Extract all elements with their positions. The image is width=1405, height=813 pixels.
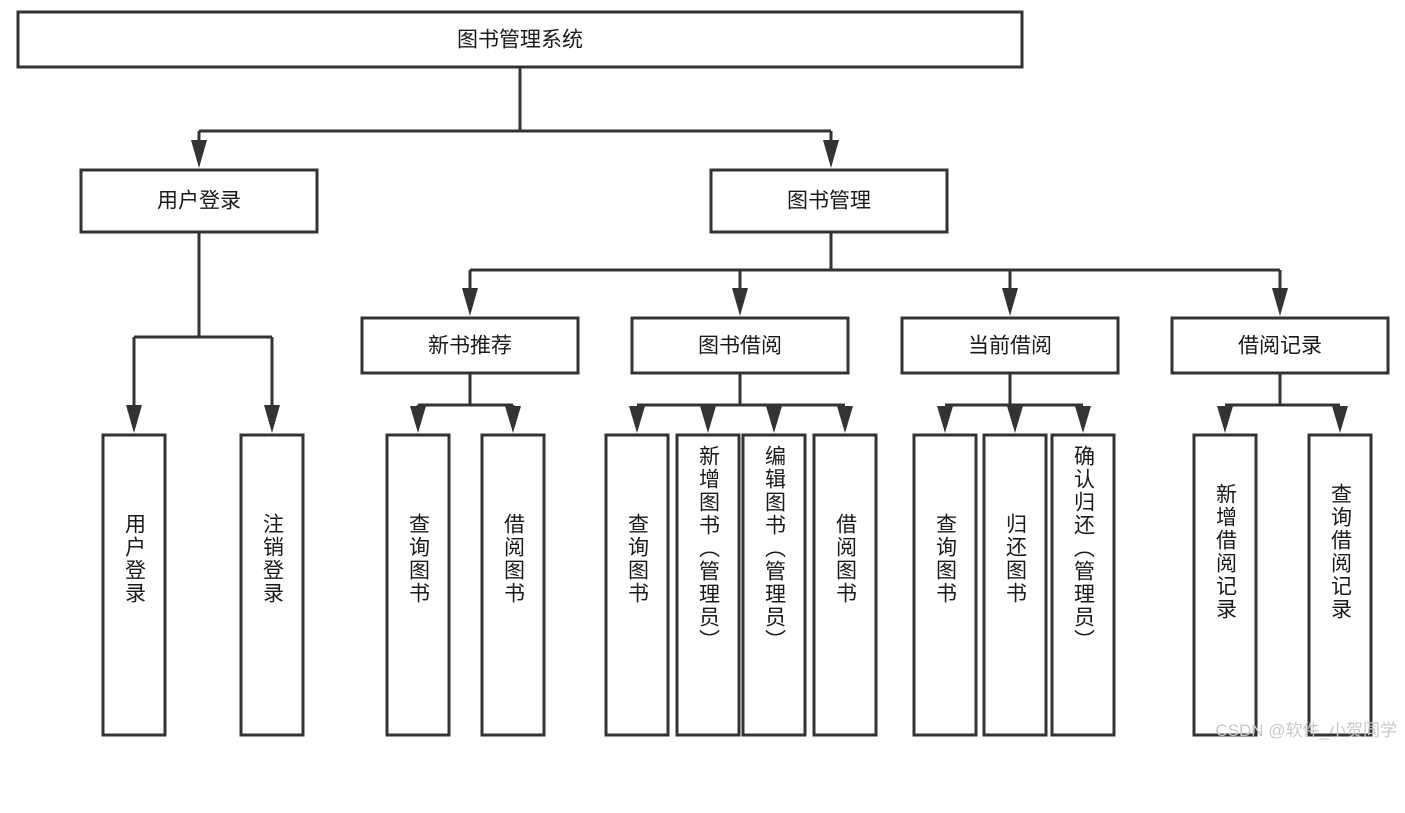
arrow-head-leaf-confirm-return <box>1075 406 1091 433</box>
node-borrow-record-label: 借阅记录 <box>1238 335 1322 358</box>
connector-group-book-manage <box>462 232 1288 316</box>
node-root-box[interactable] <box>16 10 1024 69</box>
connector-group-current-borrow <box>937 373 1091 433</box>
connector-group-root <box>191 67 839 168</box>
node-book-manage-box[interactable] <box>709 168 949 234</box>
arrow-head-user-login <box>191 140 207 168</box>
node-book-borrow[interactable]: 图书借阅 <box>630 316 850 375</box>
arrow-head-book-borrow <box>732 288 748 316</box>
node-book-manage-label: 图书管理 <box>787 190 871 213</box>
arrow-head-current-borrow <box>1002 288 1018 316</box>
node-book-borrow-box[interactable] <box>630 316 850 375</box>
arrow-head-leaf-return-book <box>1007 406 1023 433</box>
node-root-label: 图书管理系统 <box>457 29 583 52</box>
node-user-login-box[interactable] <box>79 168 319 234</box>
node-book-manage[interactable]: 图书管理 <box>709 168 949 234</box>
leaf-box-query-book-cur[interactable] <box>912 433 978 737</box>
node-user-login[interactable]: 用户登录 <box>79 168 319 234</box>
leaf-box-query-book-borrow[interactable] <box>604 433 670 737</box>
node-borrow-record-box[interactable] <box>1170 316 1390 375</box>
connector-group-borrow-record <box>1217 373 1348 433</box>
arrow-head-leaf-add-book <box>700 406 716 433</box>
leaf-box-query-record[interactable] <box>1307 433 1373 737</box>
leaf-box-borrow-book[interactable] <box>812 433 878 737</box>
node-new-book-rec-label: 新书推荐 <box>428 335 512 358</box>
node-new-book-rec[interactable]: 新书推荐 <box>360 316 580 375</box>
node-borrow-record[interactable]: 借阅记录 <box>1170 316 1390 375</box>
node-book-borrow-label: 图书借阅 <box>698 335 782 358</box>
arrow-head-leaf-borrow-book <box>837 406 853 433</box>
diagram-canvas: 图书管理系统 用户登录 图书管理 新书推荐 图书借阅 当前借阅 借阅记录 <box>16 10 1397 740</box>
arrow-head-leaf-edit-book <box>766 406 782 433</box>
arrow-head-new-book-rec <box>462 288 478 316</box>
arrow-head-leaf-add-record <box>1217 406 1233 433</box>
leaf-box-add-record[interactable] <box>1192 433 1258 737</box>
arrow-head-leaf-query-book-rec <box>410 406 426 433</box>
connector-group-user-login <box>126 232 280 433</box>
leaf-box-confirm-return[interactable] <box>1050 433 1116 737</box>
arrow-head-leaf-query-record <box>1332 406 1348 433</box>
leaf-box-borrow-book-rec[interactable] <box>480 433 546 737</box>
arrow-head-leaf-query-book-borrow <box>629 406 645 433</box>
connector-group-new-book-rec <box>410 373 521 433</box>
node-current-borrow-label: 当前借阅 <box>968 335 1052 358</box>
arrow-head-leaf-query-book-cur <box>937 406 953 433</box>
leaf-box-add-book[interactable] <box>675 433 741 737</box>
leaf-box-user-login[interactable] <box>101 433 167 737</box>
leaf-box-query-book-rec[interactable] <box>385 433 451 737</box>
node-user-login-label: 用户登录 <box>157 190 241 213</box>
tree-diagram-svg: 图书管理系统 用户登录 图书管理 新书推荐 图书借阅 当前借阅 借阅记录 <box>16 10 1390 737</box>
leaf-box-edit-book[interactable] <box>741 433 807 737</box>
arrow-head-leaf-borrow-book-rec <box>505 406 521 433</box>
csdn-watermark: CSDN @软件_小贺同学 <box>1215 721 1397 740</box>
leaf-box-user-logout[interactable] <box>239 433 305 737</box>
node-current-borrow[interactable]: 当前借阅 <box>900 316 1120 375</box>
arrow-head-leaf-user-login <box>126 405 142 433</box>
leaf-boxes <box>101 433 1373 737</box>
connector-group-book-borrow <box>629 373 853 433</box>
node-root[interactable]: 图书管理系统 <box>16 10 1024 69</box>
arrow-head-borrow-record <box>1272 288 1288 316</box>
arrow-head-leaf-user-logout <box>264 405 280 433</box>
node-new-book-rec-box[interactable] <box>360 316 580 375</box>
leaf-box-return-book[interactable] <box>982 433 1048 737</box>
node-current-borrow-box[interactable] <box>900 316 1120 375</box>
arrow-head-book-manage <box>823 140 839 168</box>
